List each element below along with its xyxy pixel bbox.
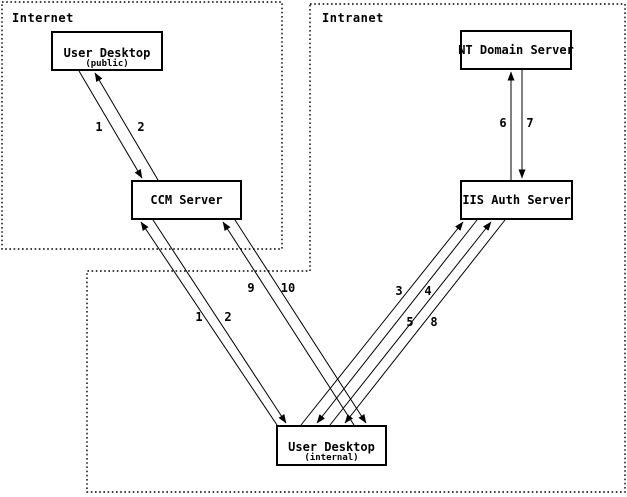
node-title: CCM Server [150, 193, 223, 207]
node-subtitle: (internal) [304, 453, 359, 463]
edge-5-internal-desktop-to-iis [329, 221, 492, 426]
edge-label-10: 10 [280, 281, 296, 295]
node-user-desktop-public: User Desktop (public) [51, 31, 163, 71]
edge-label-3: 3 [395, 284, 403, 298]
edge-3-internal-desktop-to-iis [300, 221, 464, 426]
edge-label-4: 4 [424, 284, 432, 298]
intranet-zone-outline [86, 3, 626, 493]
edge-label-7: 7 [526, 116, 534, 130]
node-user-desktop-internal: User Desktop (internal) [276, 425, 387, 466]
edge-label-1-public: 1 [95, 120, 103, 134]
edge-label-6: 6 [499, 116, 507, 130]
edge-2-ccm-to-public-desktop [94, 72, 159, 181]
edge-label-5: 5 [406, 315, 414, 329]
edge-8-iis-to-internal-desktop [344, 219, 506, 424]
edge-1-public-desktop-to-ccm [78, 70, 143, 179]
edge-label-9: 9 [247, 281, 255, 295]
edge-label-2-internal: 2 [224, 310, 232, 324]
edge-label-2-public: 2 [137, 120, 145, 134]
edge-4-iis-to-internal-desktop [316, 219, 478, 424]
node-nt-domain-server: NT Domain Server [458, 30, 574, 70]
internet-zone-outline [1, 1, 283, 250]
intranet-zone-label: Intranet [322, 11, 384, 25]
node-title: User Desktop [63, 46, 151, 60]
node-subtitle: (public) [85, 59, 129, 69]
node-ccm-server: CCM Server [131, 180, 242, 220]
node-title: IIS Auth Server [462, 193, 571, 207]
node-iis-auth-server: IIS Auth Server [460, 180, 573, 220]
node-title: NT Domain Server [458, 43, 574, 57]
edge-label-1-internal: 1 [195, 310, 203, 324]
edge-9-internal-desktop-to-ccm [222, 221, 355, 426]
internet-zone-label: Internet [12, 11, 74, 25]
edge-1-internal-desktop-to-ccm [140, 221, 278, 426]
edge-label-8: 8 [430, 315, 438, 329]
edge-10-ccm-to-internal-desktop [234, 219, 367, 424]
node-title: User Desktop [288, 440, 375, 454]
edge-2-ccm-to-internal-desktop [152, 219, 287, 424]
